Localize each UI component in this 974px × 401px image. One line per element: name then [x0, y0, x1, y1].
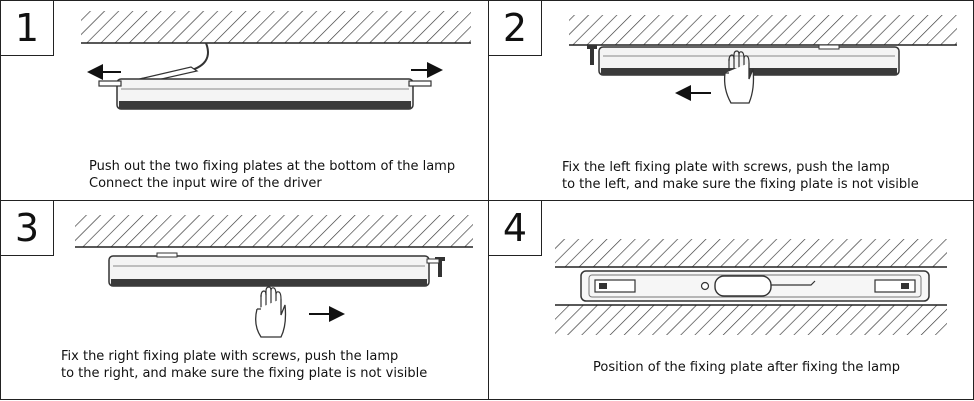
caption-line: Fix the right fixing plate with screws, …	[61, 349, 399, 364]
step-number: 3	[0, 200, 54, 256]
caption-line: Connect the input wire of the driver	[89, 176, 322, 191]
step-number: 4	[488, 200, 542, 256]
ceiling-hatch	[555, 239, 947, 267]
step-1-caption: Push out the two fixing plates at the bo…	[89, 158, 455, 192]
step-3-illustration	[75, 215, 473, 338]
step-4-panel: 4 Position of the fixing plate after fix…	[488, 200, 974, 400]
step-2-illustration	[569, 15, 957, 104]
fixing-plate-right	[408, 80, 432, 87]
caption-line: Fix the left fixing plate with screws, p…	[562, 160, 890, 175]
caption-line: Push out the two fixing plates at the bo…	[89, 159, 456, 174]
lamp-diffuser	[111, 279, 427, 286]
step-4-illustration	[555, 239, 947, 335]
driver-window	[714, 275, 772, 297]
step-3-panel: 3 Fix the right fixing plate with screws…	[0, 200, 489, 400]
lamp-diffuser	[119, 101, 411, 109]
hand-icon	[723, 50, 755, 104]
step-2-panel: 2 Fix the left fixing plate with screws,…	[488, 0, 974, 201]
caption-line: Position of the fixing plate after fixin…	[593, 360, 901, 375]
hand-icon	[255, 286, 287, 338]
fixing-plate-left	[98, 80, 122, 87]
input-wire	[771, 280, 816, 286]
step-2-caption: Fix the left fixing plate with screws, p…	[562, 159, 919, 193]
caption-line: to the left, and make sure the fixing pl…	[562, 177, 919, 192]
ceiling-hatch	[569, 15, 957, 45]
floor-hatch	[555, 305, 947, 335]
step-1-illustration	[81, 11, 471, 110]
step-4-caption: Position of the fixing plate after fixin…	[593, 359, 900, 376]
step-3-caption: Fix the right fixing plate with screws, …	[61, 348, 427, 382]
screw-icon	[438, 257, 442, 277]
step-number: 2	[488, 0, 542, 56]
step-number: 1	[0, 0, 54, 56]
screw-hole	[700, 281, 710, 291]
caption-line: to the right, and make sure the fixing p…	[61, 366, 428, 381]
ceiling-hatch	[81, 11, 471, 43]
step-1-panel: 1 Push out the two fixing plates at the …	[0, 0, 489, 201]
screw-icon	[590, 45, 594, 65]
ceiling-hatch	[75, 215, 473, 247]
